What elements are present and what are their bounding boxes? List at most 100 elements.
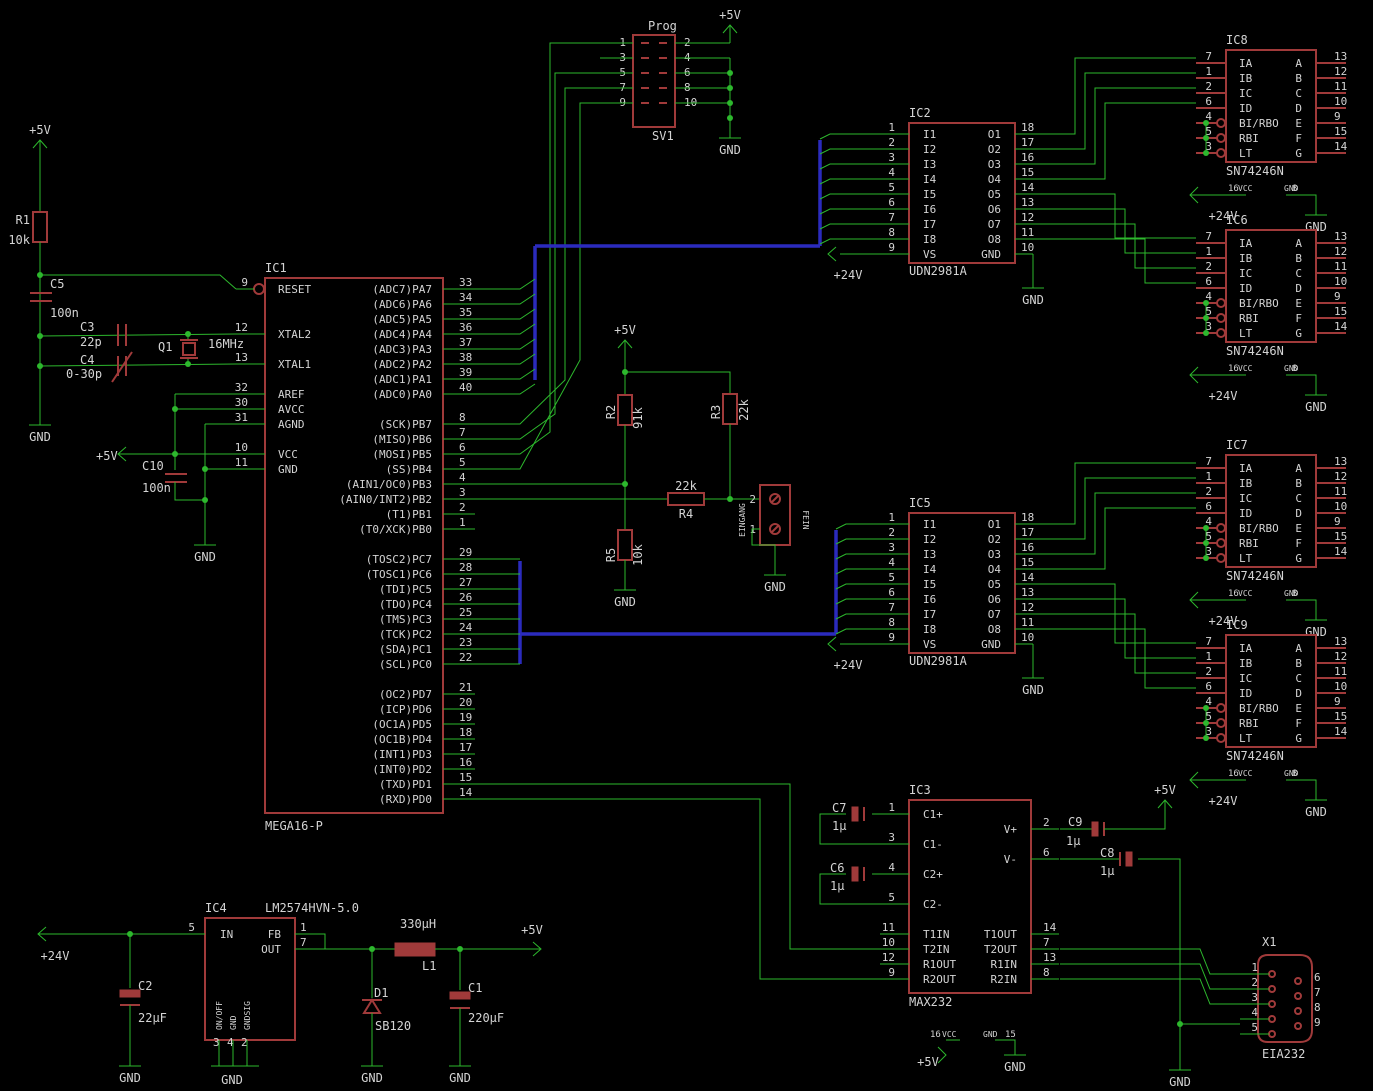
- pin-name: (INT0)PD2: [372, 763, 432, 776]
- wire: [1015, 507, 1196, 570]
- pin-name: B: [1295, 477, 1302, 490]
- pin-number: 5: [888, 181, 895, 194]
- pin-number: 9: [1314, 1016, 1321, 1029]
- pin-number: 8: [888, 616, 895, 629]
- pin-number: 12: [1021, 601, 1034, 614]
- pin-number: 2: [749, 493, 756, 506]
- pin-name: A: [1295, 642, 1302, 655]
- pin-number: 10: [1334, 680, 1347, 693]
- pin-name: GND: [1284, 184, 1299, 193]
- wire: [475, 308, 536, 320]
- pin-name: VCC: [1238, 184, 1253, 193]
- wire: [475, 102, 610, 470]
- pin-name: ID: [1239, 102, 1252, 115]
- gnd-label: GND: [1022, 293, 1044, 307]
- pin-name: E: [1295, 702, 1302, 715]
- pin-name: E: [1295, 522, 1302, 535]
- pin-name: R1OUT: [923, 958, 956, 971]
- pin-number: 7: [1043, 936, 1050, 949]
- pin-number: 5: [888, 891, 895, 904]
- pin-name: VCC: [942, 1030, 957, 1039]
- body: [449, 991, 471, 1000]
- gnd-label: GND: [1169, 1075, 1191, 1089]
- pin-number: 19: [459, 711, 472, 724]
- pin-number: 16: [1228, 589, 1239, 599]
- decoder-value: SN74246N: [1226, 344, 1284, 358]
- ic1-mega16: IC1MEGA16-PRESET9XTAL212XTAL113AREF32AVC…: [235, 261, 475, 833]
- pin-name: GND: [983, 1030, 998, 1039]
- pin-name: IC: [1239, 87, 1252, 100]
- gnd-label: GND: [1022, 683, 1044, 697]
- wire: [819, 148, 909, 155]
- wire: [1286, 779, 1317, 800]
- pin-number: 8: [1292, 184, 1297, 194]
- r1-value: 10k: [8, 233, 30, 247]
- udn-name: IC2: [909, 106, 931, 120]
- r2-value: 91k: [631, 406, 645, 428]
- junction: [172, 451, 178, 457]
- pin-name: (TDI)PC5: [379, 583, 432, 596]
- decoder-ic6: IC6SN74246NIA7IB1IC2ID6BI/RBO4RBI5LT3A13…: [1189, 213, 1348, 414]
- x1-value: EIA232: [1262, 1047, 1305, 1061]
- junction: [727, 100, 733, 106]
- wire: [722, 24, 738, 34]
- pin-name: O1: [988, 128, 1001, 141]
- pin-number: 18: [459, 726, 472, 739]
- pin-name: (SDA)PC1: [379, 643, 432, 656]
- inversion-bubble: [1216, 133, 1226, 143]
- pin-number: 5: [459, 456, 466, 469]
- supply-label: +5V: [521, 923, 543, 937]
- pin-name: T1IN: [923, 928, 950, 941]
- pin-number: 30: [235, 396, 248, 409]
- db9-pin: [1294, 992, 1302, 1000]
- wire: [1015, 613, 1196, 674]
- pin-name: BI/RBO: [1239, 297, 1279, 310]
- pin-number: 32: [235, 381, 248, 394]
- c8-value: 1µ: [1100, 864, 1114, 878]
- pin-name: LT: [1239, 552, 1253, 565]
- body: [1225, 49, 1317, 163]
- pin-number: 8: [1292, 769, 1297, 779]
- pin-number: 11: [235, 456, 248, 469]
- gnd-label: GND: [1305, 400, 1327, 414]
- pin-name: F: [1295, 312, 1302, 325]
- terminal-label: FEIN: [801, 510, 810, 529]
- pin-name: ON/OFF: [215, 1001, 224, 1030]
- supply-label: +5V: [614, 323, 636, 337]
- pin-name: IC: [1239, 672, 1252, 685]
- pin-name: (OC2)PD7: [379, 688, 432, 701]
- pin-number: 7: [888, 211, 895, 224]
- pin-name: O4: [988, 563, 1002, 576]
- pin-number: 33: [459, 276, 472, 289]
- body: [722, 393, 738, 425]
- pin-name: I1: [923, 518, 936, 531]
- l1-name: L1: [422, 959, 436, 973]
- pin-name: C2-: [923, 898, 943, 911]
- wire: [1015, 462, 1196, 525]
- supply-label: +24V: [1209, 614, 1238, 628]
- pin-name: IC: [1239, 267, 1252, 280]
- pin-number: 2: [888, 526, 895, 539]
- ic3-name: IC3: [909, 783, 931, 797]
- pin-name: F: [1295, 132, 1302, 145]
- pin-name: (TOSC2)PC7: [366, 553, 432, 566]
- r1-name: R1: [16, 213, 30, 227]
- pin-number: 21: [459, 681, 472, 694]
- pin-name: I4: [923, 173, 937, 186]
- c6-value: 1µ: [830, 879, 844, 893]
- pin-name: I3: [923, 548, 936, 561]
- wire: [1015, 57, 1196, 135]
- wire: [475, 783, 880, 950]
- wire: [1015, 492, 1196, 555]
- pin-number: 13: [1334, 230, 1347, 243]
- db9-pin: [1268, 1015, 1276, 1023]
- pin-name: (ADC0)PA0: [372, 388, 432, 401]
- pin-name: (TCK)PC2: [379, 628, 432, 641]
- pin-name: IA: [1239, 57, 1253, 70]
- pin-name: (ADC7)PA7: [372, 283, 432, 296]
- pin-name: (AIN1/OC0)PB3: [346, 478, 432, 491]
- body: [264, 277, 444, 814]
- junction: [1177, 1021, 1183, 1027]
